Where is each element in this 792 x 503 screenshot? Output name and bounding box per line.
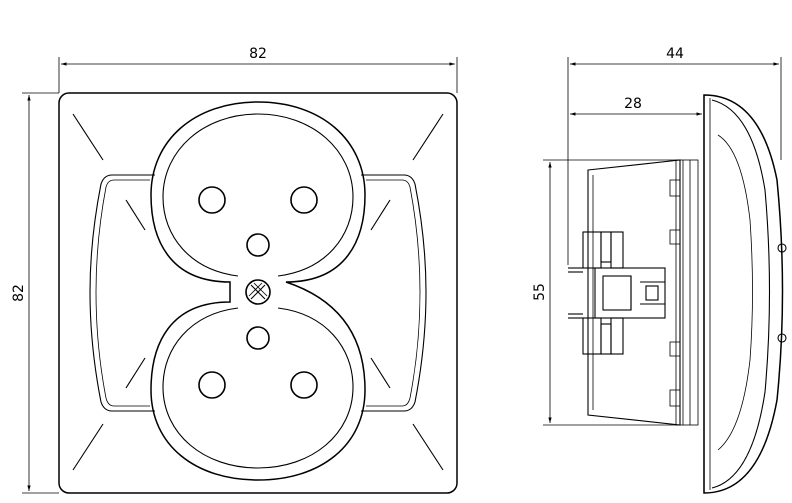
front-view (58, 92, 458, 494)
socket-outline (150, 101, 366, 481)
contact-strips (669, 159, 699, 426)
side-depth-total-label: 44 (666, 46, 684, 62)
center-clamp (594, 267, 666, 319)
side-tab-bottom (777, 333, 787, 343)
lower-terminal (568, 313, 624, 355)
upper-terminal (568, 231, 624, 273)
side-height-label: 55 (532, 283, 548, 301)
lower-right-pin-hole (290, 371, 318, 399)
upper-right-pin-hole (290, 186, 318, 214)
lower-left-pin-hole (198, 371, 226, 399)
upper-earth-pin (246, 233, 270, 257)
upper-left-pin-hole (198, 186, 226, 214)
lower-socket-face (162, 307, 354, 469)
center-screw-icon (245, 279, 271, 305)
front-width-dimension: 82 (58, 46, 458, 93)
front-width-label: 82 (249, 46, 267, 62)
side-depth-partial-dimension: 28 (570, 96, 705, 118)
side-view (568, 94, 787, 494)
side-height-dimension: 55 (532, 159, 680, 426)
side-body (587, 159, 681, 426)
lower-earth-pin (246, 326, 270, 350)
right-side-panel (361, 174, 427, 412)
front-height-label: 82 (11, 284, 27, 302)
corner-marks (72, 113, 444, 471)
left-side-panel (89, 174, 155, 412)
side-depth-partial-label: 28 (624, 96, 642, 112)
side-tab-top (777, 243, 787, 253)
front-plate-profile (703, 94, 784, 494)
upper-socket-face (162, 113, 354, 277)
side-depth-total-dimension: 44 (567, 46, 782, 265)
outer-frame (58, 92, 458, 494)
front-height-dimension: 82 (11, 92, 59, 494)
